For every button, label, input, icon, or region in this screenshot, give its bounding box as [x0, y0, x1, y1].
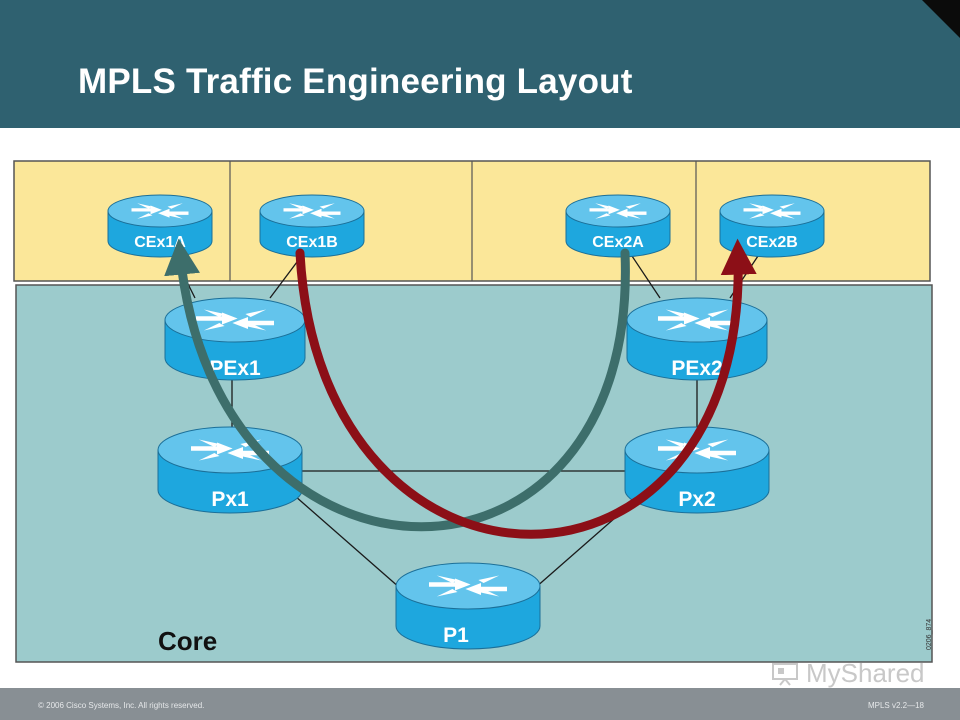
corner-decoration [922, 0, 960, 38]
router-label: CEx1A [134, 234, 186, 251]
router-label: CEx1B [286, 234, 338, 251]
router-pex2[interactable]: PEx2 [626, 297, 768, 381]
title-bar: MPLS Traffic Engineering Layout [0, 0, 960, 128]
page-title: MPLS Traffic Engineering Layout [78, 62, 633, 101]
router-label: PEx2 [671, 357, 722, 380]
router-label: Px1 [211, 488, 249, 511]
te-tunnel-teal [164, 238, 630, 532]
router-label: P1 [443, 624, 469, 647]
link-px1-p1 [294, 495, 401, 589]
router-cex2a[interactable]: CEx2A [565, 194, 671, 258]
presentation-icon [772, 663, 798, 686]
router-label: PEx1 [209, 357, 261, 380]
core-label: Core [158, 626, 217, 656]
watermark-text: MyShared [806, 658, 925, 688]
network-diagram: CEx1A CEx1B CEx2A CEx2B PEx1 PEx2 Px1 [13, 160, 933, 663]
te-tunnel-red [295, 238, 757, 539]
router-cex1a[interactable]: CEx1A [107, 194, 213, 258]
router-px2[interactable]: Px2 [624, 426, 770, 514]
router-p1[interactable]: P1 [395, 562, 541, 650]
router-label: CEx2A [592, 234, 644, 251]
figure-id: 0206_874 [926, 618, 933, 650]
router-label: CEx2B [746, 234, 798, 251]
copyright-text: © 2006 Cisco Systems, Inc. All rights re… [38, 701, 205, 710]
router-label: Px2 [678, 488, 715, 511]
footer-bar: © 2006 Cisco Systems, Inc. All rights re… [0, 688, 960, 720]
course-label: MPLS v2.2—18 [867, 701, 924, 710]
router-cex1b[interactable]: CEx1B [259, 194, 365, 258]
router-cex2b[interactable]: CEx2B [719, 194, 825, 258]
watermark: MyShared [768, 656, 928, 690]
